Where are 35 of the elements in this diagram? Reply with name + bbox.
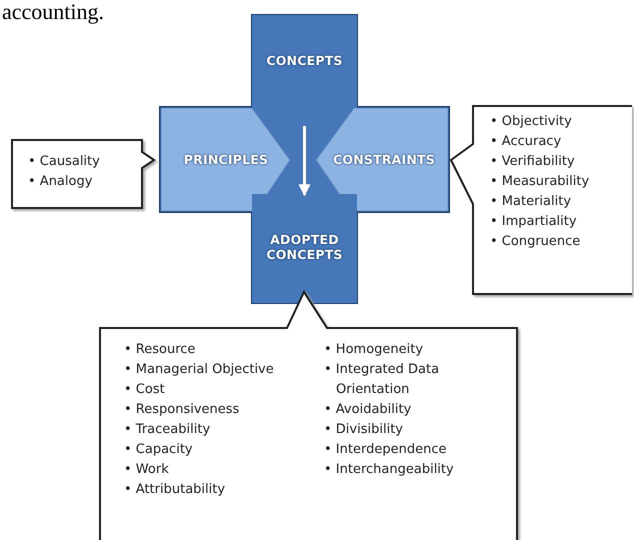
block-label: ADOPTED CONCEPTS	[265, 232, 344, 262]
list-item: • Managerial Objective	[124, 361, 275, 379]
list-item: • Impartiality	[490, 213, 578, 231]
cut-off-text: accounting.	[2, 0, 104, 24]
list-item: • Capacity	[124, 441, 194, 459]
list-item: • Accuracy	[490, 133, 562, 151]
list-item: • Causality	[28, 153, 100, 171]
list-item: • Interchangeability	[324, 461, 455, 479]
list-item: • Cost	[124, 381, 166, 399]
arrow	[298, 126, 310, 196]
list-item: • Verifiability	[490, 153, 576, 171]
list-item: • Traceability	[124, 421, 212, 439]
block-label: PRINCIPLES	[182, 152, 270, 167]
list-item: • Objectivity	[490, 113, 573, 131]
list-item: • Work	[124, 461, 170, 479]
block-label: CONCEPTS	[265, 53, 344, 68]
chevron-panel	[316, 108, 448, 211]
list-item: • Measurability	[490, 173, 590, 191]
chevron-panel	[161, 108, 291, 211]
callout-box	[12, 138, 155, 210]
list-item: • Avoidability	[324, 401, 412, 419]
cross-arm	[252, 194, 357, 303]
list-item: • Attributability	[124, 481, 226, 499]
list-item: • Congruence	[490, 233, 582, 251]
list-item: • Responsiveness	[124, 401, 240, 419]
callout-box	[100, 288, 518, 540]
callout-box	[450, 104, 633, 296]
list-item: • Analogy	[28, 173, 94, 191]
list-item: • Homogeneity	[324, 341, 424, 359]
list-item: • Interdependence	[324, 441, 448, 459]
list-item: • Resource	[124, 341, 196, 359]
list-item: • Integrated Data Orientation	[324, 361, 440, 399]
list-item: • Divisibility	[324, 421, 404, 439]
block-label: CONSTRAINTS	[332, 152, 436, 167]
list-item: • Materiality	[490, 193, 572, 211]
